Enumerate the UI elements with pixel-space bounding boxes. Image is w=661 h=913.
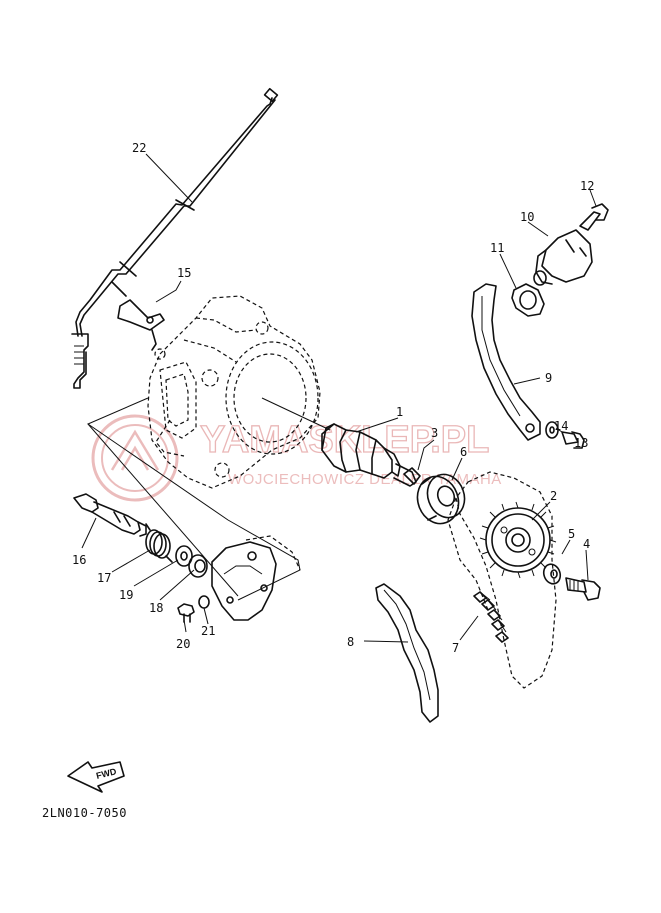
part-18-seal [188,554,208,578]
part-22-cable [71,87,279,389]
diagram-code: 2LN010-7050 [42,806,127,820]
part-3-pin [403,467,421,485]
callout-9: 9 [545,371,552,385]
part-10-tensioner [533,229,593,286]
fwd-arrow-icon: FWD [67,761,125,793]
part-9-tensioner-guide [471,283,541,441]
callout-18: 18 [149,601,163,615]
part-20-screw [177,603,195,623]
callout-1: 1 [396,405,403,419]
fwd-label: FWD [95,766,118,781]
callouts: 22 15 1 3 6 2 5 4 7 8 9 10 11 12 13 14 1… [72,141,594,655]
part-19-washer [175,545,193,567]
leader-lines [81,153,597,643]
callout-5: 5 [568,527,575,541]
watermark: YAMASKLEP.PL WOJCIECHOWICZ DEALER YAMAHA [91,414,502,502]
part-8-chain-guide [375,583,439,723]
part-2-sprocket [479,501,557,579]
callout-3: 3 [431,426,438,440]
decompression-cover [211,535,301,621]
callout-2: 2 [550,489,557,503]
callout-10: 10 [520,210,534,224]
callout-22: 22 [132,141,146,155]
part-7-chain [473,591,509,643]
callout-14: 14 [554,419,568,433]
callout-19: 19 [119,588,133,602]
part-5-washer [542,563,562,585]
part-4-bolt [565,577,601,601]
callout-12: 12 [580,179,594,193]
callout-17: 17 [97,571,111,585]
part-21-washer [198,595,210,609]
callout-15: 15 [177,266,191,280]
part-15-bracket [117,299,165,351]
callout-11: 11 [490,241,504,255]
callout-6: 6 [460,445,467,459]
cam-chain-loop [447,471,557,689]
part-11-gasket [511,283,545,317]
part-6-bearing [416,473,466,525]
callout-8: 8 [347,635,354,649]
part-16-shaft [73,493,147,537]
callout-20: 20 [176,637,190,651]
callout-21: 21 [201,624,215,638]
part-12-bolt [579,203,609,231]
cylinder-head-outline [147,295,321,489]
part-14-washer [545,421,559,439]
callout-4: 4 [583,537,590,551]
callout-7: 7 [452,641,459,655]
watermark-text: YAMASKLEP.PL [200,419,489,461]
callout-16: 16 [72,553,86,567]
projection-lines [86,397,331,601]
callout-13: 13 [574,436,588,450]
part-17-spring [145,523,173,563]
watermark-subtext: WOJCIECHOWICZ DEALER YAMAHA [228,471,502,488]
